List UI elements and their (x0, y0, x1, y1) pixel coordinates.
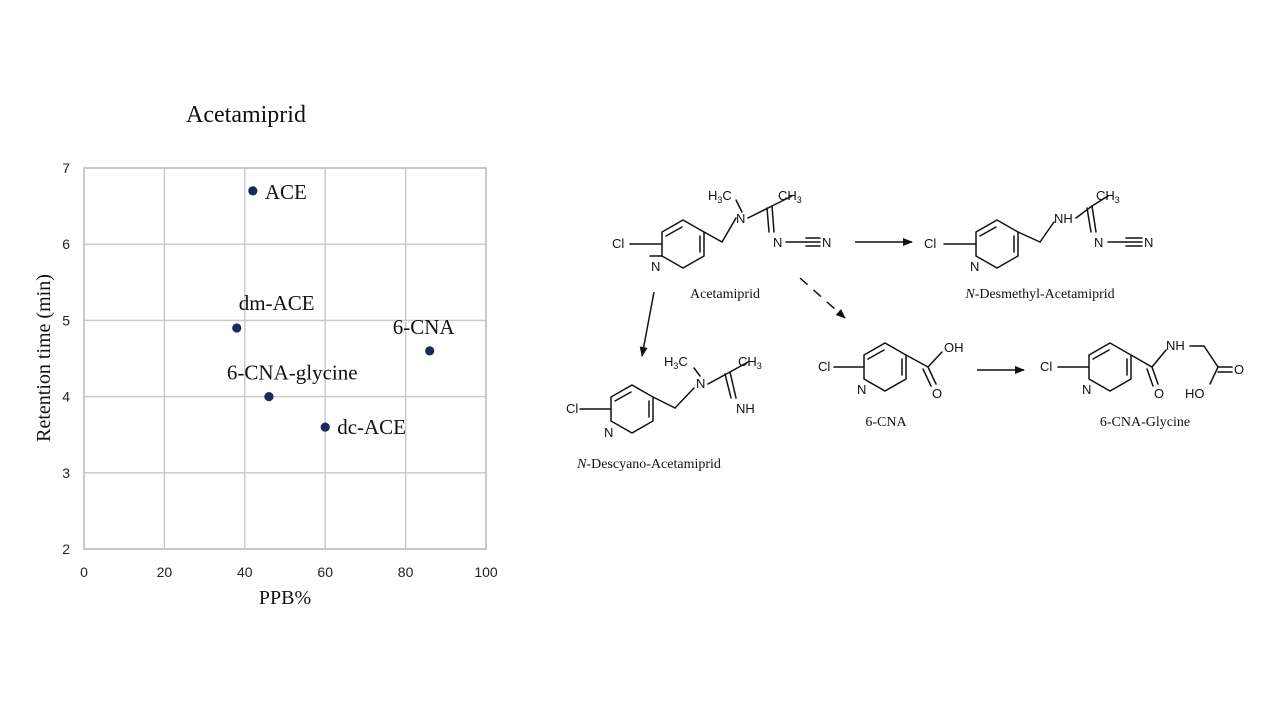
data-point (248, 186, 258, 196)
pyridine-ring (661, 219, 705, 269)
data-point-label: ACE (265, 180, 307, 204)
atom-ch3: CH3 (778, 188, 802, 205)
data-point (264, 392, 274, 402)
x-tick-label: 100 (474, 564, 498, 580)
atom-o: O (1234, 362, 1244, 377)
retention-scatter-chart: Acetamiprid 0 20 40 60 80 100 2 3 4 5 6 7 PPB% Ret… (33, 102, 498, 609)
y-tick-label: 5 (62, 312, 70, 328)
atom-o: O (1154, 386, 1164, 401)
data-points: ACE dm-ACE 6-CNA 6-CNA-glycine dc-ACE (227, 180, 455, 439)
atom-cl: Cl (1040, 359, 1052, 374)
atom-cl: Cl (566, 401, 578, 416)
label-6-cna-glycine: 6-CNA-Glycine (1100, 415, 1190, 430)
y-tick-label: 4 (62, 389, 70, 405)
atom-n: N (857, 382, 866, 397)
atom-cl: Cl (924, 236, 936, 251)
atom-n: N (1082, 382, 1091, 397)
pyridine-ring (1088, 342, 1132, 392)
data-point (320, 422, 330, 432)
label-6-cna: 6-CNA (865, 415, 907, 430)
atom-cl: Cl (612, 236, 624, 251)
atom-ch3: CH3 (1096, 188, 1120, 205)
x-tick-label: 80 (398, 564, 414, 580)
pyridine-ring (610, 384, 654, 434)
label-desmethyl-acetamiprid: N-Desmethyl-Acetamiprid (964, 287, 1114, 302)
atom-n: N (651, 259, 660, 274)
atom-n: N (773, 235, 782, 250)
atom-nh: NH (1054, 211, 1073, 226)
atom-n: N (736, 211, 745, 226)
atom-n: N (1094, 235, 1103, 250)
atom-n: N (970, 259, 979, 274)
y-axis-ticks: 2 3 4 5 6 7 (62, 160, 70, 557)
atom-o: O (932, 386, 942, 401)
data-point (425, 346, 435, 356)
atom-h3c: H3C (664, 354, 688, 371)
label-descyano-acetamiprid: N-Descyano-Acetamiprid (576, 457, 721, 472)
structure-6-cna-glycine: Cl N NH O HO O 6-CNA-Glycine (1040, 338, 1244, 430)
x-tick-label: 0 (80, 564, 88, 580)
data-point-label: dm-ACE (239, 291, 315, 315)
chart-gridlines (83, 167, 487, 550)
y-tick-label: 3 (62, 465, 70, 481)
atom-nh: NH (736, 401, 755, 416)
atom-n: N (696, 376, 705, 391)
atom-cl: Cl (818, 359, 830, 374)
atom-n: N (822, 235, 831, 250)
atom-h3c: H3C (708, 188, 732, 205)
pyridine-ring (975, 219, 1019, 269)
structure-6-cna: Cl N OH O 6-CNA (818, 340, 964, 430)
x-tick-label: 60 (317, 564, 333, 580)
atom-n: N (604, 425, 613, 440)
x-tick-label: 20 (157, 564, 173, 580)
data-point (232, 323, 242, 333)
label-acetamiprid: Acetamiprid (690, 287, 760, 302)
metabolic-pathway: Cl N N H3C CH3 N N Acetamiprid Cl (566, 188, 1244, 472)
structure-descyano-acetamiprid: Cl N N H3C CH3 NH N-Descyano-Acetamiprid (566, 354, 762, 472)
arrow-to-descyano (639, 291, 655, 357)
x-tick-label: 40 (237, 564, 253, 580)
y-tick-label: 2 (62, 541, 70, 557)
atom-oh: OH (944, 340, 964, 355)
x-axis-ticks: 0 20 40 60 80 100 (80, 564, 498, 580)
arrow-to-6-cna (799, 277, 846, 319)
atom-n: N (1144, 235, 1153, 250)
data-point-label: dc-ACE (337, 415, 406, 439)
y-tick-label: 6 (62, 236, 70, 252)
plot-frame (83, 167, 487, 550)
structure-acetamiprid: Cl N N H3C CH3 N N Acetamiprid (612, 188, 831, 302)
y-tick-label: 7 (62, 160, 70, 176)
data-point-label: 6-CNA (393, 315, 456, 339)
atom-ch3: CH3 (738, 354, 762, 371)
x-axis-label: PPB% (259, 587, 311, 609)
pyridine-ring (863, 342, 907, 392)
atom-nh: NH (1166, 338, 1185, 353)
data-point-label: 6-CNA-glycine (227, 361, 358, 385)
atom-ho: HO (1185, 386, 1205, 401)
y-axis-label: Retention time (min) (33, 274, 55, 442)
chart-title: Acetamiprid (186, 102, 306, 128)
structure-desmethyl-acetamiprid: Cl N NH CH3 N N N-Desmethyl-Acetamiprid (924, 188, 1153, 302)
